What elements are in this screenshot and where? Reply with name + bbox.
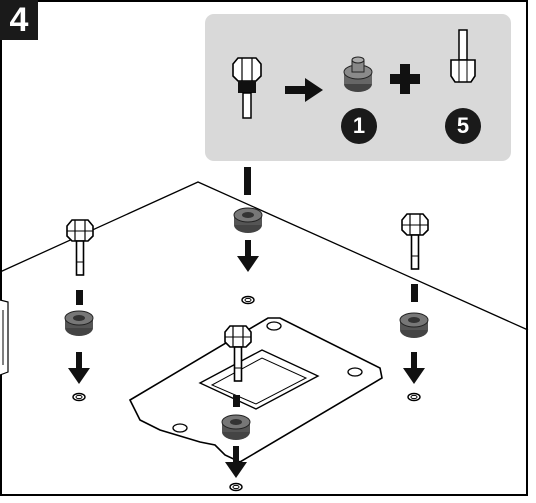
mount-hole-left xyxy=(72,392,86,402)
spacer-bottom xyxy=(221,414,251,441)
arrow-down-icon xyxy=(237,240,259,272)
part-number-badge-5: 5 xyxy=(445,108,481,144)
legend-panel: 1 5 xyxy=(205,14,511,161)
guide-dash xyxy=(233,395,240,407)
guide-dash xyxy=(76,290,83,305)
edge-connector-fragment xyxy=(0,299,9,376)
step-frame xyxy=(0,0,528,496)
standoff-spacer-icon xyxy=(343,56,373,92)
standoff-screw-icon xyxy=(450,29,476,83)
motherboard-outline xyxy=(0,181,529,331)
step-number-badge: 4 xyxy=(0,0,38,40)
part-number-badge-1: 1 xyxy=(341,108,377,144)
screw-left xyxy=(66,219,94,276)
arrow-down-icon xyxy=(68,352,90,384)
guide-dash xyxy=(411,284,418,302)
thumbscrew-icon xyxy=(232,57,262,119)
spacer-center xyxy=(233,207,263,234)
mount-hole-bottom xyxy=(229,482,243,492)
spacer-right xyxy=(399,312,429,339)
mount-hole-right xyxy=(407,392,421,402)
arrow-right-icon xyxy=(285,78,323,102)
guide-dash xyxy=(244,167,251,195)
legend-graphics xyxy=(232,29,476,119)
arrow-down-icon xyxy=(403,352,425,384)
spacer-left xyxy=(64,310,94,337)
backplate-icon xyxy=(128,317,383,463)
plus-icon xyxy=(390,64,420,94)
mount-hole-center xyxy=(241,295,255,305)
screw-right xyxy=(401,213,429,270)
